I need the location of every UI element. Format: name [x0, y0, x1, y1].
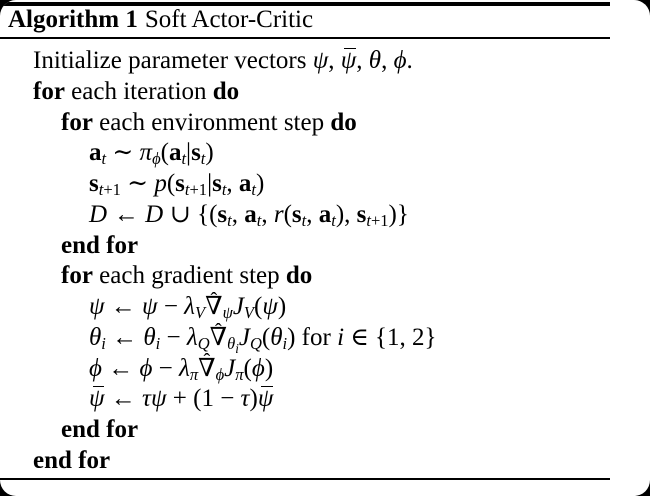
bottom-rule	[0, 478, 610, 480]
algorithm-line: ψ ← τψ + (1 − τ)ψ	[0, 384, 640, 415]
algorithm-line: D ← D ∪ {(st, at, r(st, at), st+1)}	[89, 200, 409, 230]
algorithm-line: at ∼ πϕ(at|st)	[89, 139, 214, 169]
top-rule	[0, 2, 610, 6]
algorithm-line: end for	[33, 446, 111, 474]
algorithm-line: end for	[61, 231, 139, 259]
algorithm-caption-title: Soft Actor-Critic	[144, 6, 314, 33]
caption-separator-rule	[0, 37, 610, 39]
algorithm-line: Initialize parameter vectors ψ, ψ, θ, ϕ.	[0, 46, 640, 77]
algorithm-line: for each iteration do	[33, 77, 240, 105]
algorithm-line: st+1 ∼ p(st+1|st, at)	[89, 170, 265, 200]
algorithm-line: end for	[61, 416, 139, 443]
algorithm-line: for each gradient step do	[61, 262, 313, 290]
algorithm-line: for each environment step do	[61, 108, 357, 136]
algorithm-caption-label: Algorithm 1	[8, 6, 138, 33]
algorithm-body: Initialize parameter vectors ψ, ψ, θ, ϕ.…	[0, 46, 640, 477]
